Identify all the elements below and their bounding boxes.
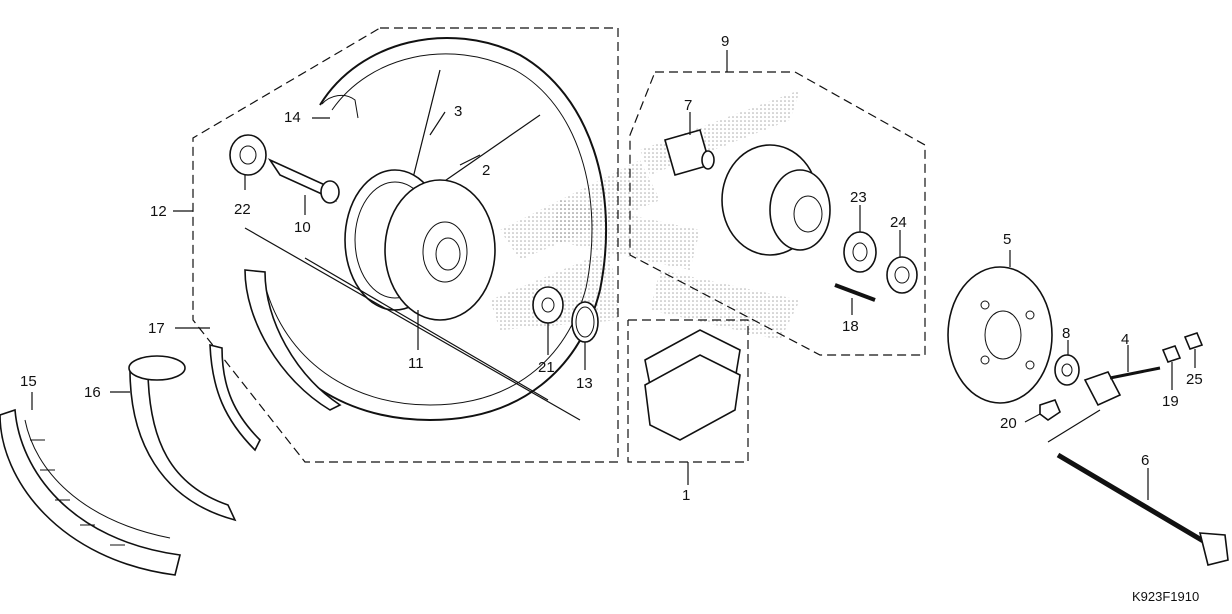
callout-19: 19: [1162, 393, 1179, 410]
adjuster-plate-4: [1083, 366, 1161, 407]
rim-strip: [244, 269, 342, 411]
diagram-code: K923F1910: [1132, 589, 1199, 604]
callout-18: 18: [842, 318, 859, 335]
distance-collar-10: [267, 158, 340, 204]
nut-25: [1183, 332, 1204, 350]
axle-6: [1056, 452, 1229, 566]
damper-rubber-1: [644, 329, 741, 441]
bearing-23: [843, 231, 877, 273]
callout-3: 3: [454, 103, 462, 120]
callout-23: 23: [850, 189, 867, 206]
callout-6: 6: [1141, 452, 1149, 469]
callout-12: 12: [150, 203, 167, 220]
callout-2: 2: [482, 162, 490, 179]
callout-24: 24: [890, 214, 907, 231]
o-ring-13: [571, 301, 599, 343]
callout-9: 9: [721, 33, 729, 50]
wheel-hub: [344, 169, 496, 321]
collar-7: [664, 129, 715, 176]
callout-13: 13: [576, 375, 593, 392]
nut-20: [1039, 399, 1061, 421]
group-boxes: [192, 27, 926, 463]
final-driven-flange: [721, 144, 831, 256]
bearing-22: [229, 134, 267, 176]
rim: [249, 36, 607, 422]
collar-8: [1054, 354, 1080, 386]
inner-tube-16: [128, 355, 237, 522]
callout-14: 14: [284, 109, 301, 126]
callout-22: 22: [234, 201, 251, 218]
callout-4: 4: [1121, 331, 1129, 348]
callout-21: 21: [538, 359, 555, 376]
tire-15: [0, 408, 181, 576]
callout-7: 7: [684, 97, 692, 114]
callout-16: 16: [84, 384, 101, 401]
bearing-21: [532, 286, 564, 324]
callout-labels: 1 2 3 4 5 6 7 8 9 10 11 12 13 14 15 16 1…: [20, 33, 1203, 604]
driven-sprocket-5: [947, 266, 1053, 404]
callout-15: 15: [20, 373, 37, 390]
callout-1: 1: [682, 487, 690, 504]
callout-20: 20: [1000, 415, 1017, 432]
oil-seal-24: [886, 256, 918, 294]
leader-lines: [31, 50, 1196, 500]
nut-19: [1161, 345, 1182, 363]
stud-bolt-18: [834, 283, 876, 302]
callout-8: 8: [1062, 325, 1070, 342]
callout-25: 25: [1186, 371, 1203, 388]
callout-10: 10: [294, 219, 311, 236]
callout-11: 11: [408, 355, 424, 372]
callout-5: 5: [1003, 231, 1011, 248]
callout-17: 17: [148, 320, 165, 337]
rim-band-17: [209, 343, 261, 452]
